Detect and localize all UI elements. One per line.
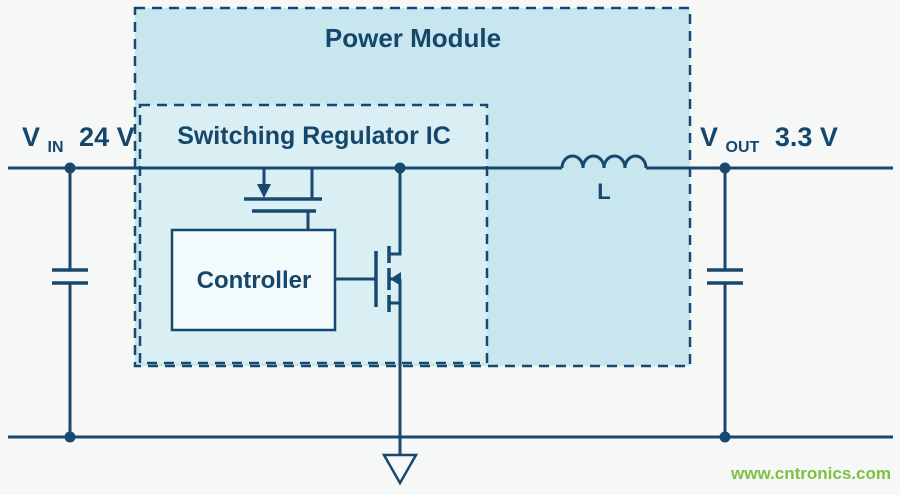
junction-dot: [64, 431, 76, 443]
controller-label: Controller: [197, 267, 312, 294]
junction-dot: [394, 162, 406, 174]
vin-label: V IN 24 V: [22, 122, 135, 158]
ls-drain-lead: [389, 168, 402, 256]
high-side-mosfet: [244, 168, 322, 230]
vout-label: V OUT 3.3 V: [700, 122, 838, 158]
junction-dot: [719, 162, 731, 174]
input-capacitor: [52, 168, 88, 437]
junction-dot: [719, 431, 731, 443]
vin-subscript: IN: [48, 139, 64, 156]
ls-body-arrow-icon: [390, 272, 401, 286]
vout-subscript: OUT: [726, 139, 760, 156]
hs-source-arrow-icon: [257, 184, 271, 198]
output-capacitor: [707, 168, 743, 437]
inductor-label: L: [597, 179, 610, 204]
vin-symbol: V: [22, 122, 40, 152]
controller-box: [170, 228, 337, 332]
vout-symbol: V: [700, 122, 718, 152]
junction-dot: [64, 162, 76, 174]
vout-value: 3.3 V: [775, 122, 838, 152]
vin-value: 24 V: [79, 122, 135, 152]
ground-symbol: [381, 453, 419, 486]
low-side-mosfet: [335, 168, 402, 455]
inductor-symbol: [560, 154, 648, 169]
switching-regulator-label: Switching Regulator IC: [177, 122, 451, 150]
watermark: www.cntronics.com: [730, 464, 891, 483]
power-module-label: Power Module: [325, 23, 501, 53]
